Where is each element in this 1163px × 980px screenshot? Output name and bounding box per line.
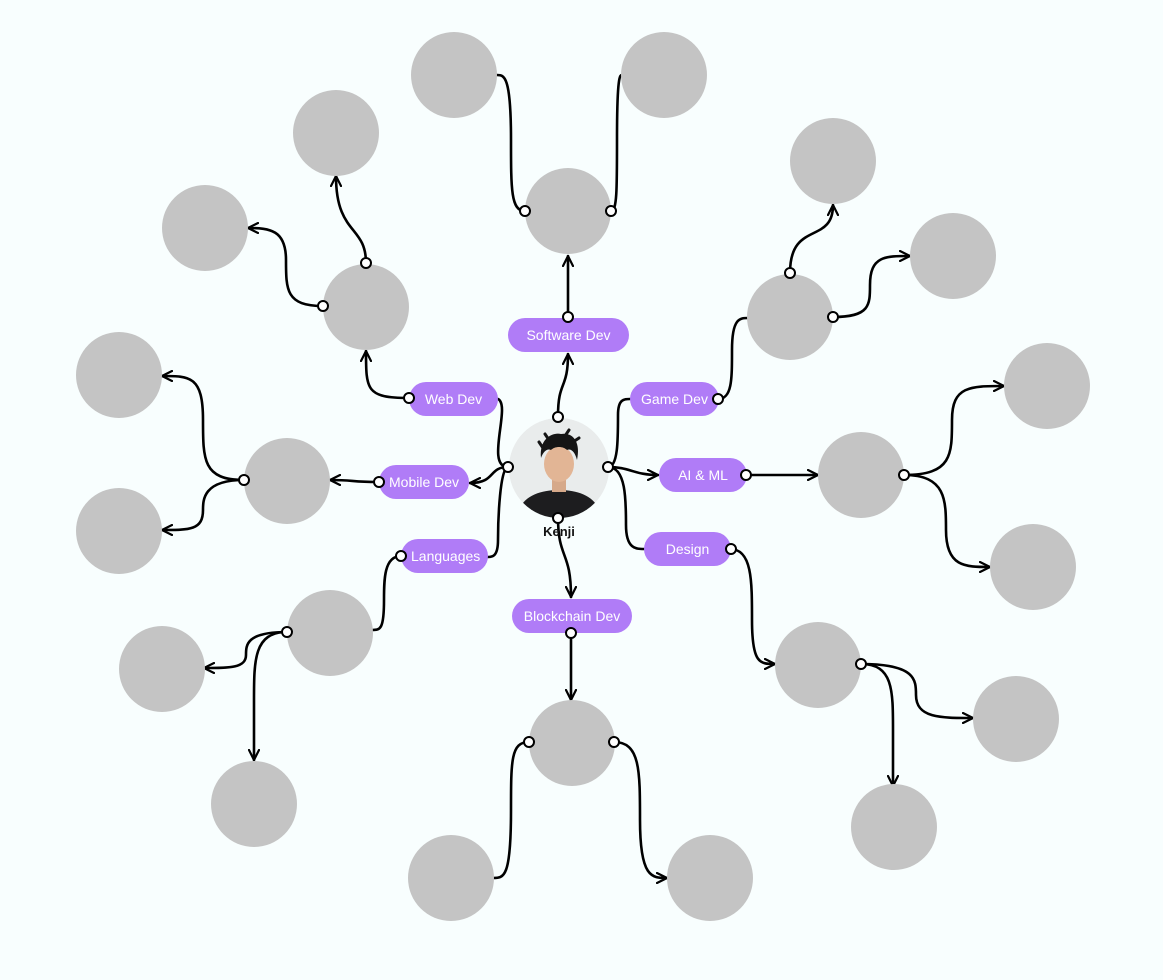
node-design-hub[interactable] [775, 622, 861, 708]
handle-mobile-hub-left[interactable] [238, 474, 250, 486]
handle-game[interactable] [712, 393, 724, 405]
edge-root-design [606, 465, 646, 551]
edge-languages-down [254, 630, 289, 762]
handle-software-hub-right[interactable] [605, 205, 617, 217]
category-mobile-dev[interactable]: Mobile Dev [379, 465, 469, 499]
node-languages-down[interactable] [211, 761, 297, 847]
person-portrait-icon [509, 418, 609, 518]
node-design-right[interactable] [973, 676, 1059, 762]
node-mobile-up[interactable] [76, 332, 162, 418]
node-aiml-hub[interactable] [818, 432, 904, 518]
node-web-up[interactable] [293, 90, 379, 176]
node-game-up[interactable] [790, 118, 876, 204]
handle-languages[interactable] [395, 550, 407, 562]
node-aiml-up[interactable] [1004, 343, 1090, 429]
edge-design-down [859, 662, 893, 788]
handle-web[interactable] [403, 392, 415, 404]
handle-blockchain-hub-left[interactable] [523, 736, 535, 748]
node-web-hub[interactable] [323, 264, 409, 350]
node-blockchain-right[interactable] [667, 835, 753, 921]
edge-mobile-down [160, 478, 246, 530]
node-design-down[interactable] [851, 784, 937, 870]
edge-web-up [336, 174, 368, 265]
node-languages-hub[interactable] [287, 590, 373, 676]
edge-languages-left [202, 630, 289, 668]
handle-design[interactable] [725, 543, 737, 555]
handle-web-hub-left[interactable] [317, 300, 329, 312]
category-blockchain-dev[interactable]: Blockchain Dev [512, 599, 632, 633]
node-game-right[interactable] [910, 213, 996, 299]
node-software-right[interactable] [621, 32, 707, 118]
edge-blockchain-left [491, 740, 531, 880]
node-mobile-hub[interactable] [244, 438, 330, 524]
handle-game-hub-right[interactable] [827, 311, 839, 323]
handle-mobile[interactable] [373, 476, 385, 488]
edge-root-software [556, 352, 568, 418]
edge-aiml-up [902, 386, 1006, 477]
handle-root-top[interactable] [552, 411, 564, 423]
category-software-dev[interactable]: Software Dev [508, 318, 629, 352]
category-languages[interactable]: Languages [401, 539, 488, 573]
node-mobile-down[interactable] [76, 488, 162, 574]
category-ai-ml[interactable]: AI & ML [659, 458, 747, 492]
handle-blockchain[interactable] [565, 627, 577, 639]
handle-root-right[interactable] [602, 461, 614, 473]
handle-game-hub-top[interactable] [784, 267, 796, 279]
handle-root-bottom[interactable] [552, 512, 564, 524]
edge-mobile-up [160, 376, 246, 482]
handle-root-left[interactable] [502, 461, 514, 473]
node-aiml-down[interactable] [990, 524, 1076, 610]
node-software-left[interactable] [411, 32, 497, 118]
edge-root-blockchain [556, 515, 571, 599]
edge-blockchain-right [612, 740, 669, 878]
edge-game-node [716, 316, 750, 401]
handle-software[interactable] [562, 311, 574, 323]
edge-languages-node [370, 554, 403, 632]
root-avatar[interactable] [509, 418, 609, 518]
node-web-left[interactable] [162, 185, 248, 271]
root-name: Kenji [543, 524, 575, 539]
edge-mobile-node [328, 480, 380, 482]
edge-design-right [859, 662, 975, 718]
category-web-dev[interactable]: Web Dev [409, 382, 498, 416]
node-languages-left[interactable] [119, 626, 205, 712]
edge-root-game [606, 397, 632, 469]
node-software-hub[interactable] [525, 168, 611, 254]
edge-design-node [728, 547, 777, 664]
handle-aiml-hub-right[interactable] [898, 469, 910, 481]
edge-web-node [366, 349, 411, 400]
handle-languages-hub-left[interactable] [281, 626, 293, 638]
edge-aiml-down [902, 473, 992, 567]
handle-design-hub-right[interactable] [855, 658, 867, 670]
category-design[interactable]: Design [644, 532, 731, 566]
edge-web-left [246, 228, 325, 308]
handle-web-hub-top[interactable] [360, 257, 372, 269]
handle-blockchain-hub-right[interactable] [608, 736, 620, 748]
category-game-dev[interactable]: Game Dev [630, 382, 719, 416]
node-blockchain-hub[interactable] [529, 700, 615, 786]
edge-game-right [831, 256, 912, 319]
edge-root-languages [486, 465, 510, 559]
edge-game-up [788, 203, 833, 275]
edge-root-web [496, 397, 510, 469]
node-blockchain-left[interactable] [408, 835, 494, 921]
edge-software-right [609, 73, 624, 213]
edge-software-left [495, 73, 527, 213]
handle-software-hub-left[interactable] [519, 205, 531, 217]
handle-aiml[interactable] [740, 469, 752, 481]
node-game-hub[interactable] [747, 274, 833, 360]
